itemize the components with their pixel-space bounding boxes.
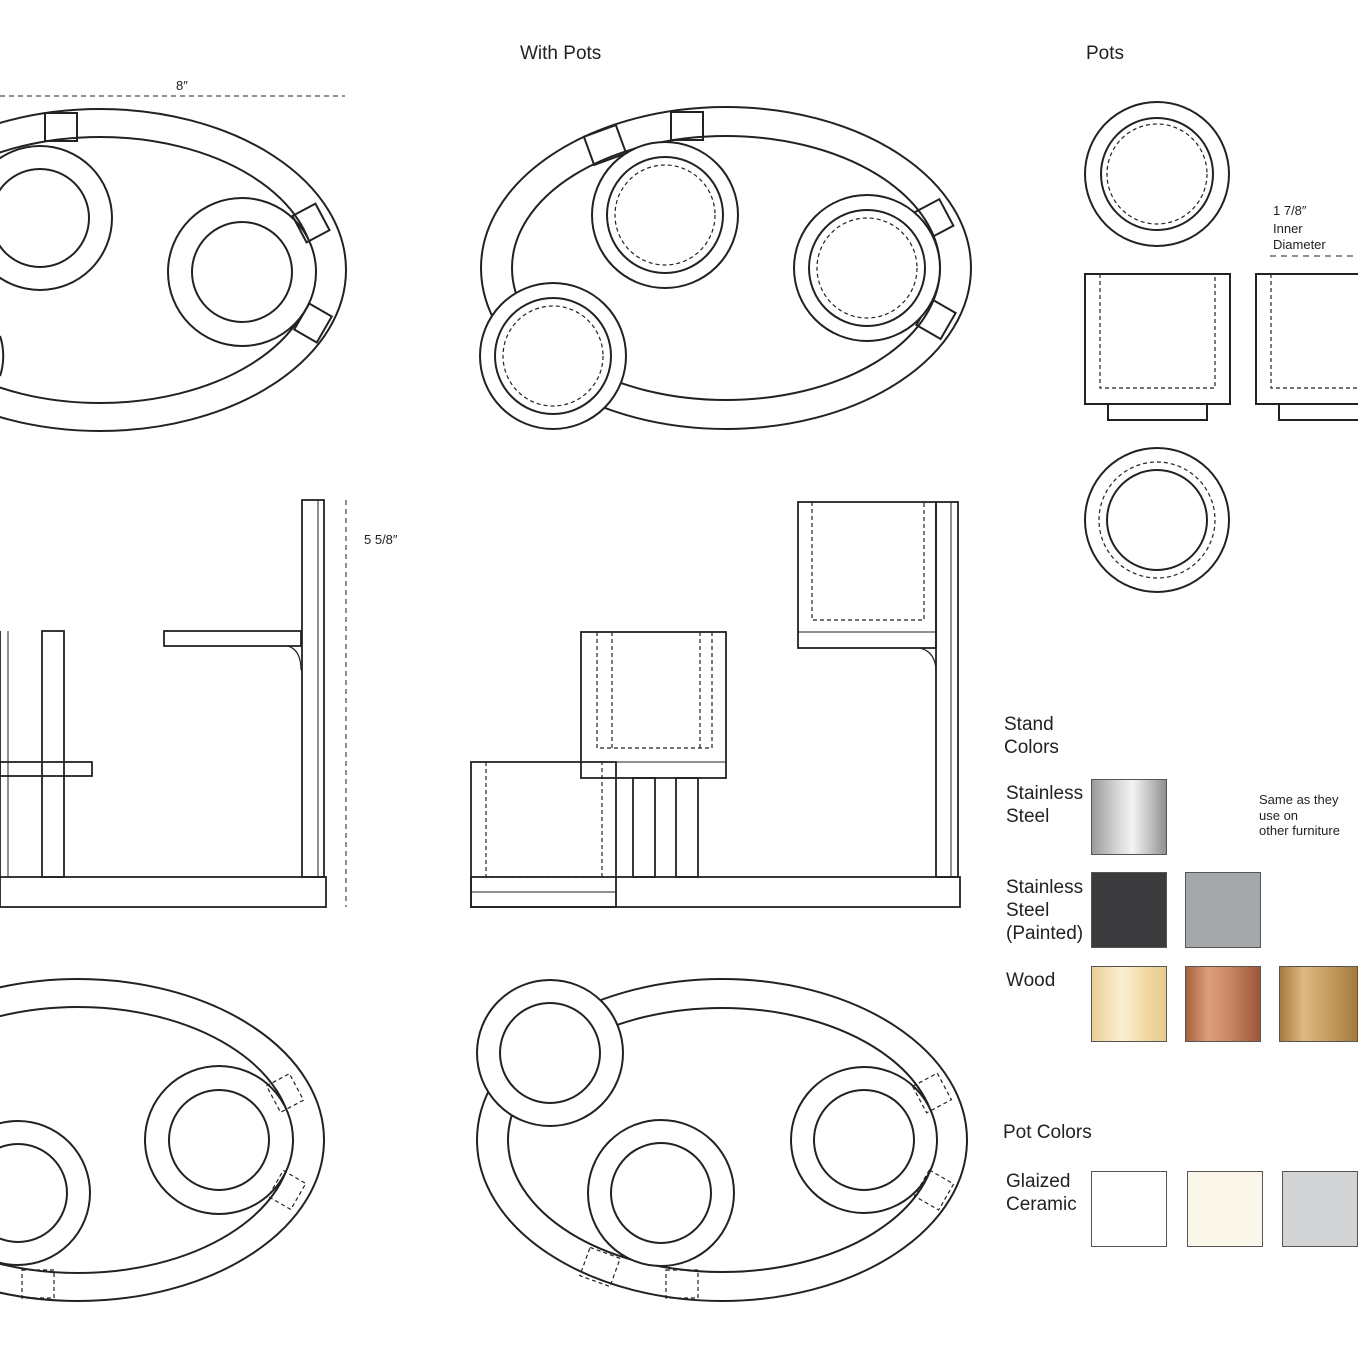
wood-label: Wood (1006, 970, 1056, 991)
with-pots-heading: With Pots (520, 43, 602, 64)
ceramic-white-swatch[interactable] (1091, 1171, 1167, 1247)
ceramic-grey-swatch[interactable] (1282, 1171, 1358, 1247)
inner-diameter-value: 1 7/8″ (1273, 203, 1307, 218)
pot-side-view (1084, 255, 1358, 421)
wood-copper-swatch[interactable] (1185, 966, 1261, 1042)
stand-side-view (0, 499, 347, 908)
pots-heading: Pots (1086, 43, 1125, 64)
pot-top-view (1084, 101, 1230, 247)
wood-gold-swatch[interactable] (1279, 966, 1358, 1042)
width-dimension-label: 8″ (176, 78, 188, 93)
stainless-steel-swatch[interactable] (1091, 779, 1167, 855)
stand-top-view (0, 95, 347, 432)
stand-bottom-view (0, 978, 325, 1302)
stainless-steel-label: Stainless Steel (1006, 783, 1084, 827)
pot-colors-title: Pot Colors (1003, 1122, 1092, 1143)
wood-light-swatch[interactable] (1091, 966, 1167, 1042)
glazed-ceramic-label: Glaized Ceramic (1006, 1171, 1077, 1215)
stand-with-pots-top-view (479, 106, 972, 430)
stand-with-pots-bottom-view (476, 978, 968, 1302)
stand-colors-title: Stand Colors (1004, 714, 1059, 758)
pot-bottom-view (1084, 447, 1230, 593)
stainless-steel-note: Same as they use on other furniture (1259, 792, 1340, 839)
painted-grey-swatch[interactable] (1185, 872, 1261, 948)
stand-with-pots-side-view (470, 501, 961, 908)
painted-steel-label: Stainless Steel (Painted) (1006, 877, 1084, 944)
inner-diameter-label: Inner Diameter (1273, 221, 1326, 252)
height-dimension-label: 5 5/8″ (364, 532, 398, 547)
painted-dark-swatch[interactable] (1091, 872, 1167, 948)
ceramic-cream-swatch[interactable] (1187, 1171, 1263, 1247)
